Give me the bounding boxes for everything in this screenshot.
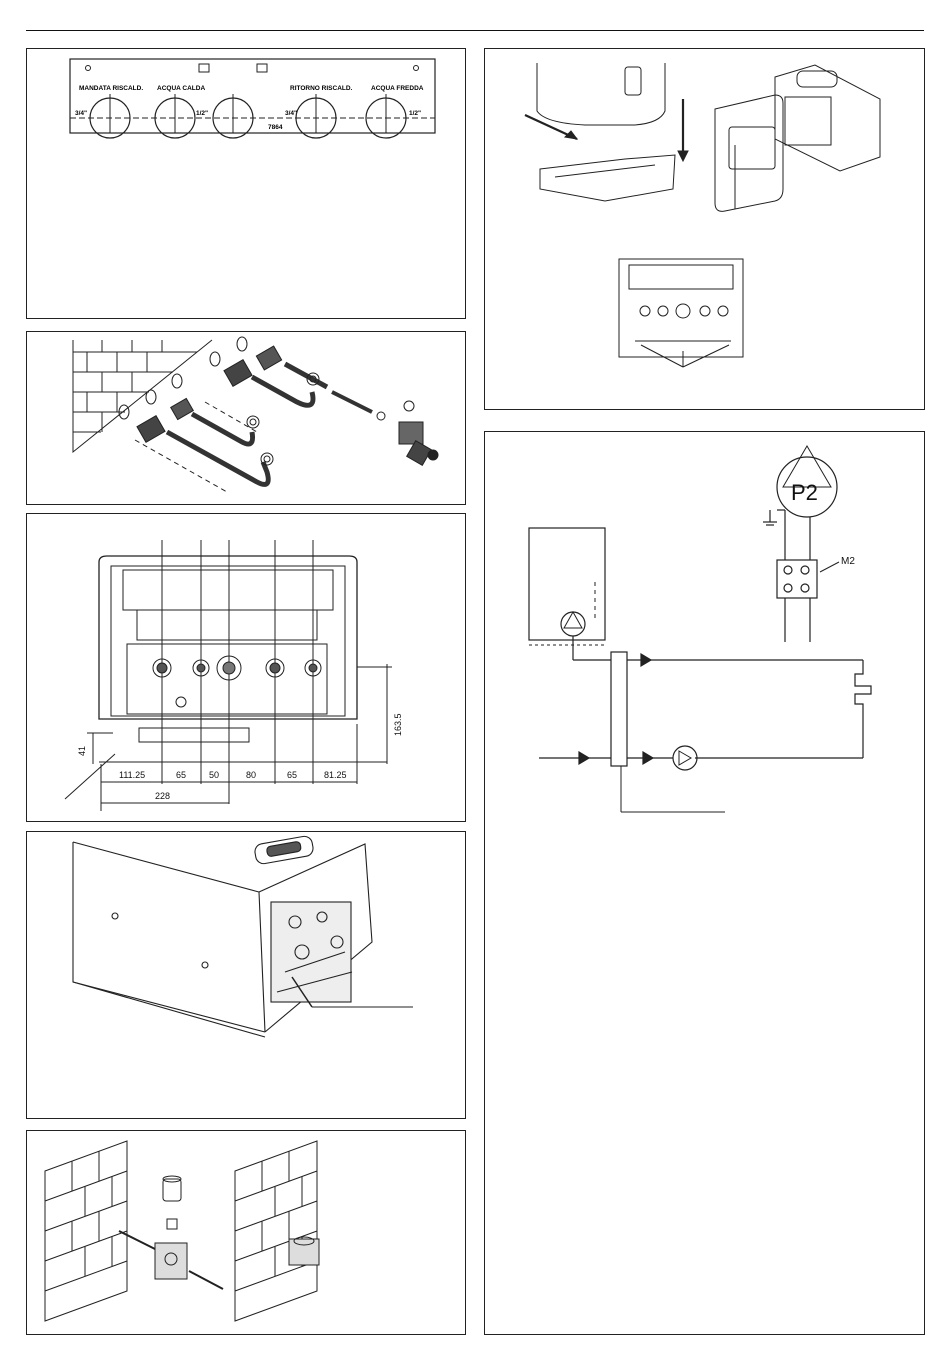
pump-label-p2: P2 [791, 480, 818, 505]
figure-dimensions: 111.25 65 50 80 65 81.25 228 41 163.5 [26, 513, 466, 822]
figure-boiler-side [26, 831, 466, 1119]
terminal-label-m2: M2 [841, 556, 855, 567]
pipe-kit-drawing [27, 332, 465, 504]
size-acqua-fredda: 1/2" [409, 110, 421, 117]
boiler-side-drawing [27, 832, 465, 1118]
dim-41: 41 [77, 746, 87, 756]
casing-removal-drawing [485, 49, 924, 409]
header-rule [26, 30, 924, 31]
figure-casing-removal [484, 48, 925, 410]
figure-pump-schematic: P2 M2 [484, 431, 925, 1335]
label-mandata: MANDATA RISCALD. [79, 85, 143, 92]
dim-80: 80 [246, 770, 256, 780]
wall-mount-drawing [27, 1131, 465, 1334]
size-mandata: 3/4" [75, 110, 87, 117]
pump-schematic-drawing: P2 M2 [485, 432, 924, 1334]
figure-wall-mount [26, 1130, 466, 1335]
label-acqua-fredda: ACQUA FREDDA [371, 85, 424, 92]
dim-163: 163.5 [393, 713, 403, 736]
dimension-drawing: 111.25 65 50 80 65 81.25 228 41 163.5 [27, 514, 465, 821]
dim-81: 81.25 [324, 770, 347, 780]
dim-228: 228 [155, 791, 170, 801]
label-ritorno: RITORNO RISCALD. [290, 85, 353, 92]
dim-50: 50 [209, 770, 219, 780]
size-ritorno: 3/4" [285, 110, 297, 117]
template-drawing: MANDATA RISCALD. ACQUA CALDA RITORNO RIS… [27, 49, 465, 318]
figure-pipe-kit [26, 331, 466, 505]
dim-111: 111.25 [119, 770, 145, 780]
dim-65a: 65 [176, 770, 186, 780]
label-acqua-calda: ACQUA CALDA [157, 85, 205, 92]
dim-65b: 65 [287, 770, 297, 780]
size-acqua-calda: 1/2" [196, 110, 208, 117]
template-code: 7864 [268, 124, 283, 131]
figure-connection-template: MANDATA RISCALD. ACQUA CALDA RITORNO RIS… [26, 48, 466, 319]
